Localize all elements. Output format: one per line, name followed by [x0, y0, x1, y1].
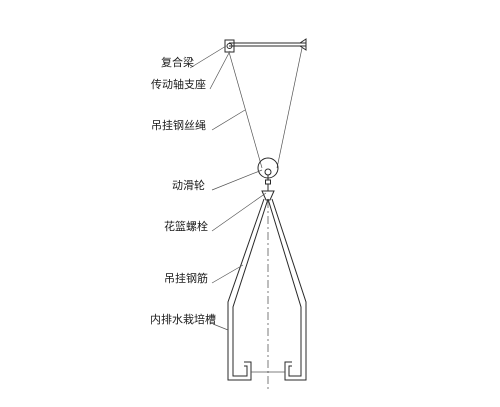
turnbuckle — [261, 184, 275, 201]
suspension-steel-bar — [227, 198, 307, 370]
label-suspension-wire-rope: 吊挂钢丝绳 — [151, 118, 206, 132]
label-drainage-trough: 内排水栽培槽 — [150, 312, 216, 326]
label-movable-pulley: 动滑轮 — [172, 178, 205, 192]
label-turnbuckle: 花篮螺栓 — [164, 219, 208, 233]
leader-lines — [189, 45, 267, 331]
label-suspension-steel-bar: 吊挂钢筋 — [164, 271, 208, 285]
label-drive-shaft-support: 传动轴支座 — [151, 77, 206, 91]
movable-pulley — [257, 157, 279, 185]
drainage-trough — [227, 361, 307, 381]
label-composite-beam: 复合梁 — [161, 55, 194, 69]
composite-beam — [229, 38, 307, 51]
suspension-wire-rope — [228, 47, 303, 169]
